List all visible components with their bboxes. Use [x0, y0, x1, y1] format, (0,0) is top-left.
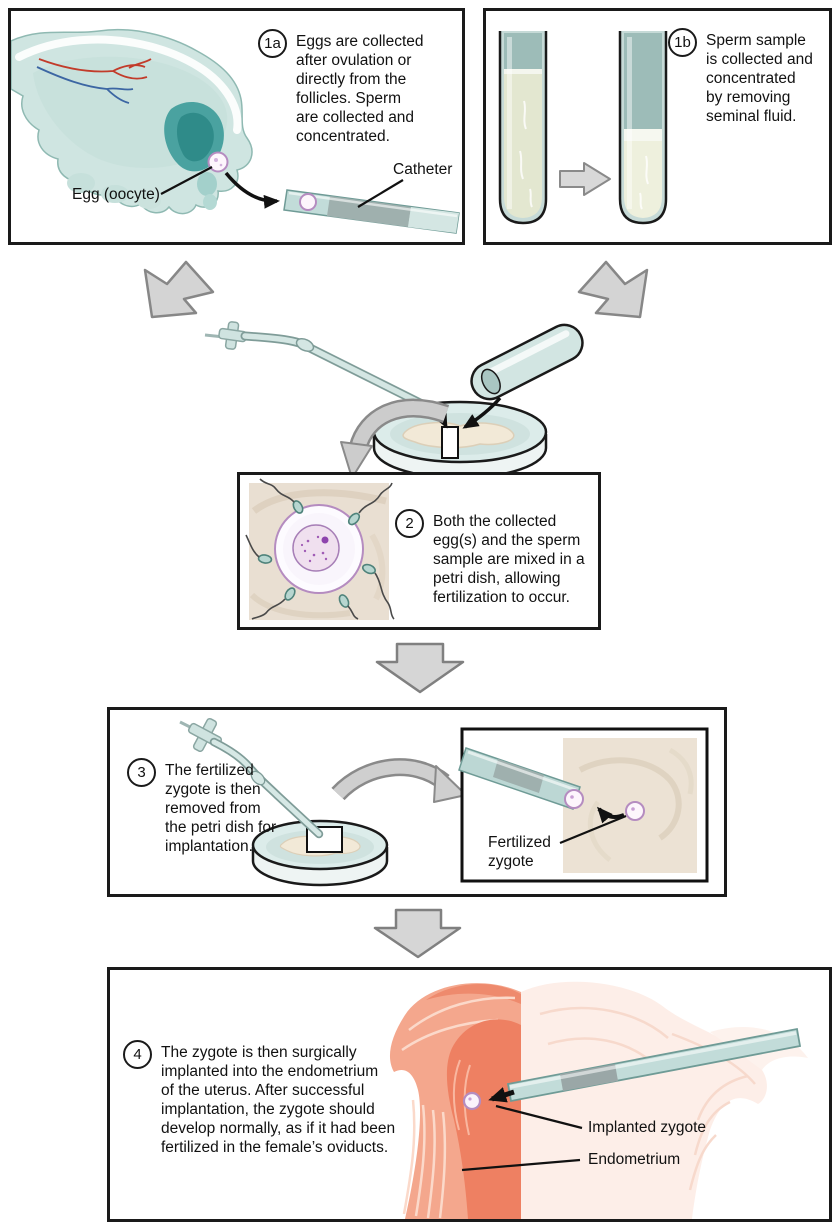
zygote-into-catheter-arrow-icon — [597, 806, 625, 824]
catheter-label-line — [357, 179, 404, 208]
endometrium-label: Endometrium — [588, 1151, 681, 1168]
fertilized-zygote-label-line — [559, 814, 627, 845]
endometrium-label-line — [461, 1158, 581, 1172]
fertilized-zygote-label: Fertilized zygote — [488, 834, 551, 870]
implantation-catheter — [506, 1027, 802, 1103]
egg-oocyte-label: Egg (oocyte) — [72, 186, 160, 203]
petri-dish — [251, 819, 389, 887]
sperm-concentration-illustration — [498, 31, 668, 225]
step-text-1a: Eggs are collected after ovulation or di… — [296, 33, 424, 145]
step-text-3: The fertilized zygote is then removed fr… — [165, 762, 277, 855]
removal-pipette — [179, 717, 324, 839]
flow-arrow-from-1b-icon — [577, 260, 649, 319]
implanted-zygote-label: Implanted zygote — [588, 1119, 707, 1136]
implanted-zygote-cell — [462, 1091, 482, 1111]
test-tube-concentrated — [618, 31, 668, 225]
uterus-cut-half — [389, 983, 521, 1219]
uterus-exterior-half — [521, 981, 808, 1219]
step-text-4: The zygote is then surgically implanted … — [161, 1044, 396, 1156]
egg-collection-illustration — [11, 28, 460, 234]
fertilization-illustration — [245, 478, 395, 620]
fertilized-zygote-cell — [625, 801, 645, 821]
catheter-label: Catheter — [393, 161, 453, 178]
panel-step-4: 4 The zygote is then surgically implante… — [107, 967, 832, 1222]
flow-arrow-down-1-icon — [375, 642, 465, 694]
egg-label-line — [160, 166, 213, 195]
flow-arrow-from-1a-icon — [143, 260, 215, 319]
catheter-tip — [458, 747, 584, 810]
panel-step-3: 3 The fertilized zygote is then removed … — [107, 707, 727, 897]
catheter-to-zygote-arrow-icon — [488, 1087, 515, 1103]
magnify-arrow-icon — [331, 758, 467, 803]
sperm-cells — [245, 478, 395, 620]
implantation-illustration — [389, 981, 808, 1219]
egg-to-catheter-arrow-icon — [224, 171, 280, 209]
test-tube-raw-sample — [498, 31, 548, 225]
sperm-transfer-arrow-icon — [462, 396, 502, 429]
zygote-removal-illustration — [179, 717, 709, 887]
mixing-step-illustration — [143, 260, 649, 480]
step-badge-1b: 1b — [668, 28, 697, 57]
step-text-2: Both the collected egg(s) and the sperm … — [433, 513, 585, 606]
concentrate-arrow-icon — [559, 162, 611, 196]
panel-step-1a: 1a Eggs are collected after ovulation or… — [8, 8, 465, 245]
step-badge-4: 4 — [123, 1040, 152, 1069]
step-badge-1a: 1a — [258, 29, 287, 58]
implanted-zygote-label-line — [495, 1104, 583, 1130]
panel-step-2: 2 Both the collected egg(s) and the sper… — [237, 472, 601, 630]
step-text-1b: Sperm sample is collected and concentrat… — [706, 32, 813, 125]
zoom-inset — [458, 727, 709, 883]
catheter — [283, 189, 460, 234]
panel-step-1b: 1b Sperm sample is collected and concent… — [483, 8, 832, 245]
flow-arrow-to-panel2-icon — [340, 398, 450, 479]
ovary-illustration — [11, 28, 253, 215]
blood-vessel-blue — [36, 66, 134, 104]
flow-arrow-down-2-icon — [373, 908, 462, 959]
sperm-tube — [470, 323, 584, 401]
step-badge-3: 3 — [127, 758, 156, 787]
egg-oocyte — [207, 151, 229, 173]
blood-vessel-red — [38, 58, 152, 80]
egg-pipette — [204, 321, 437, 414]
step-badge-2: 2 — [395, 509, 424, 538]
egg-cell — [274, 504, 364, 594]
